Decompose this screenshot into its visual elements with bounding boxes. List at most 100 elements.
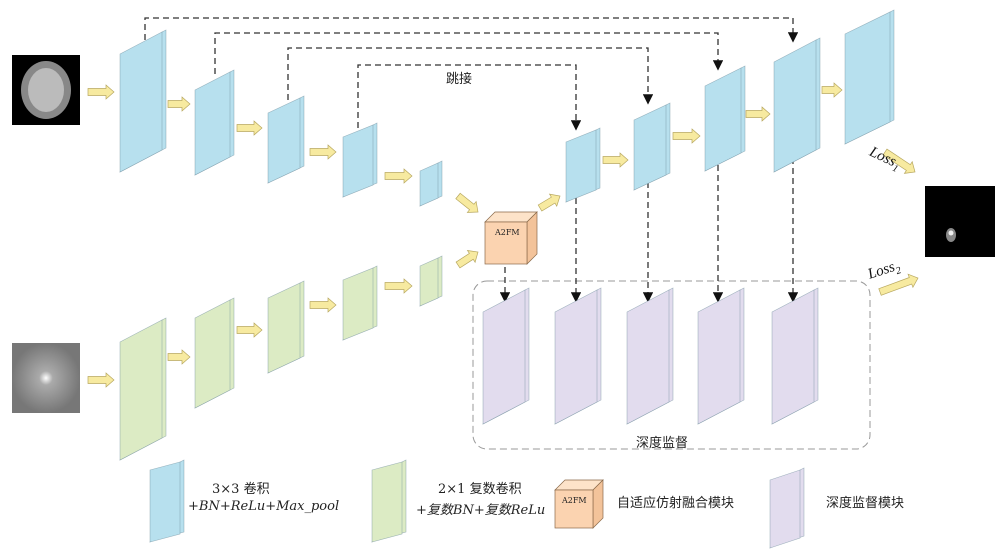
- segmentation-mask-image: [925, 186, 995, 257]
- decoder-block-1-face: [565, 129, 597, 203]
- skip-connection-4: [357, 64, 582, 131]
- supervision-block-1: [482, 287, 530, 425]
- supervision-block-4: [697, 287, 745, 425]
- complex-block-3: [267, 280, 305, 374]
- complex-block-4: [342, 265, 378, 341]
- decoder-block-1: [565, 127, 601, 203]
- skip-connection-1: [144, 17, 799, 43]
- flow-arrow-17-shape: [384, 278, 413, 294]
- legend-conv-line1: 3×3 卷积: [212, 482, 270, 497]
- complex-block-3-face: [267, 282, 301, 374]
- legend-complex-line2: +复数BN+复数ReLu: [416, 503, 546, 518]
- flow-arrow-2-shape: [167, 96, 191, 112]
- encoder-block-4: [342, 122, 378, 198]
- fourier-spectrum-image: [12, 343, 80, 413]
- flow-arrow-7: [455, 250, 479, 269]
- supervision-block-4-face: [697, 289, 741, 425]
- flow-arrow-14: [167, 349, 191, 365]
- flow-arrow-3: [236, 120, 263, 136]
- supervision-block-2: [554, 287, 602, 425]
- flow-arrow-6: [455, 192, 479, 213]
- legend-a2fm-text: 自适应仿射融合模块: [617, 496, 735, 511]
- legend-conv-line2: +BN+ReLu+Max_pool: [188, 499, 340, 514]
- flow-arrow-1-shape: [87, 84, 115, 100]
- flow-arrow-12-shape: [821, 82, 843, 98]
- complex-block-2-face: [194, 299, 231, 409]
- flow-arrow-11-shape: [745, 106, 771, 122]
- supervision-block-2-face: [554, 289, 598, 425]
- segmentation-mask-core: [948, 230, 954, 236]
- flow-arrow-2: [167, 96, 191, 112]
- decoder-block-3-face: [704, 67, 742, 172]
- complex-block-1: [119, 317, 167, 461]
- flow-arrow-6-shape: [455, 192, 479, 213]
- complex-block-5: [419, 255, 443, 307]
- legend-supervision-block-face: [769, 469, 801, 549]
- skip-connection-2: [214, 32, 724, 74]
- flow-arrow-4-shape: [309, 144, 337, 160]
- encoder-block-2-face: [194, 71, 231, 176]
- flow-arrow-16-shape: [309, 297, 337, 313]
- supervision-block-1-face: [482, 289, 526, 425]
- flow-arrow-1: [87, 84, 115, 100]
- flow-arrow-13: [87, 372, 115, 388]
- legend-supervision-block: [769, 467, 805, 549]
- complex-block-2: [194, 297, 235, 409]
- flow-arrow-14-shape: [167, 349, 191, 365]
- encoder-block-3-face: [267, 97, 301, 184]
- supervision-block-3-face: [626, 289, 670, 425]
- flow-arrow-8: [537, 193, 561, 212]
- flow-arrow-5: [384, 168, 413, 184]
- complex-block-5-face: [419, 257, 439, 307]
- flow-arrow-12: [821, 82, 843, 98]
- encoder-block-1: [119, 29, 167, 173]
- flow-arrow-18: [882, 148, 916, 174]
- skip-connection-3: [287, 47, 654, 105]
- flow-arrow-11: [745, 106, 771, 122]
- a2fm-module-front: [484, 221, 528, 265]
- supervision-block-3: [626, 287, 674, 425]
- legend-a2fm-cube: [554, 479, 604, 529]
- legend-supervision-text: 深度监督模块: [826, 496, 905, 511]
- legend-complex-block: [371, 459, 407, 543]
- flow-arrow-3-shape: [236, 120, 263, 136]
- decoder-block-2: [633, 102, 671, 191]
- flow-arrow-9-shape: [602, 152, 629, 168]
- a2fm-label: A2FM: [495, 228, 520, 237]
- deep-supervision-box: [472, 280, 871, 450]
- flow-arrow-10-shape: [672, 128, 701, 144]
- flow-arrow-13-shape: [87, 372, 115, 388]
- complex-block-1-face: [119, 319, 163, 461]
- decoder-block-5: [844, 9, 895, 145]
- legend-a2fm-box-label: A2FM: [562, 496, 587, 505]
- flow-arrow-18-shape: [882, 148, 916, 174]
- supervision-block-5-face: [771, 289, 815, 425]
- legend-complex-block-face: [371, 461, 403, 543]
- legend-complex-line1: 2×1 复数卷积: [438, 482, 522, 497]
- encoder-block-1-face: [119, 31, 163, 173]
- decoder-block-3: [704, 65, 746, 172]
- flow-arrow-5-shape: [384, 168, 413, 184]
- flow-arrow-4: [309, 144, 337, 160]
- flow-arrow-9: [602, 152, 629, 168]
- decoder-block-4: [773, 37, 821, 173]
- flow-arrow-19: [878, 273, 919, 296]
- flow-arrow-19-shape: [878, 273, 919, 296]
- decoder-block-5-face: [844, 11, 891, 145]
- brain-mri-core: [28, 68, 64, 112]
- flow-arrow-17: [384, 278, 413, 294]
- encoder-block-4-face: [342, 124, 374, 198]
- decoder-block-2-face: [633, 104, 667, 191]
- encoder-block-5: [419, 160, 443, 207]
- flow-arrow-16: [309, 297, 337, 313]
- complex-block-4-face: [342, 267, 374, 341]
- supervision-block-5: [771, 287, 819, 425]
- legend-conv-block: [149, 459, 185, 543]
- deep-supervision-label: 深度监督: [636, 436, 689, 451]
- skip-connection-label: 跳接: [446, 72, 473, 87]
- flow-arrow-7-shape: [455, 250, 479, 269]
- encoder-block-3: [267, 95, 305, 184]
- legend-conv-block-face: [149, 461, 181, 543]
